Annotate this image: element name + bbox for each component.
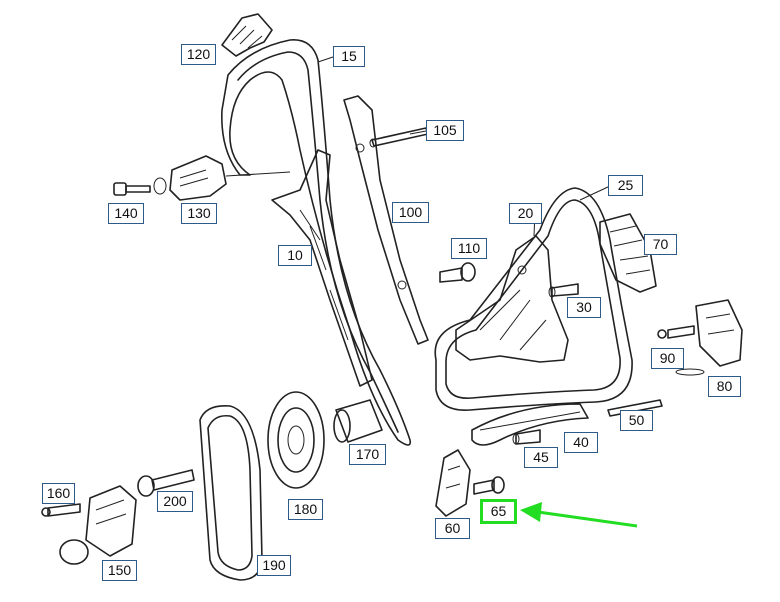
highlight-arrow — [520, 502, 638, 528]
callout-45[interactable]: 45 — [524, 447, 558, 468]
callout-65-highlighted[interactable]: 65 — [480, 499, 517, 524]
callout-70[interactable]: 70 — [644, 234, 677, 255]
part-150-tensioner — [59, 485, 137, 565]
callout-50[interactable]: 50 — [620, 410, 653, 431]
part-10-tensioner-rail — [271, 149, 373, 387]
part-60-guide — [435, 449, 471, 517]
callout-140[interactable]: 140 — [108, 203, 144, 224]
leader-lines — [317, 56, 611, 237]
part-90-bolt — [657, 325, 695, 339]
callout-30[interactable]: 30 — [567, 297, 601, 318]
part-80-tensioner — [675, 299, 743, 376]
callout-100[interactable]: 100 — [392, 202, 429, 223]
callout-120[interactable]: 120 — [181, 44, 216, 65]
callout-15[interactable]: 15 — [333, 46, 365, 67]
callout-150[interactable]: 150 — [102, 560, 137, 581]
part-110-bolt — [439, 262, 476, 283]
part-20-bracket — [455, 235, 569, 363]
part-25-timing-chain-lower — [434, 187, 633, 411]
part-45-bolt — [512, 429, 541, 445]
part-120-guide-top — [221, 13, 273, 57]
part-105-pin — [369, 127, 429, 148]
part-70-guide-block — [599, 213, 657, 293]
callout-20[interactable]: 20 — [509, 203, 542, 224]
callout-105[interactable]: 105 — [426, 120, 464, 141]
part-160-bolt — [41, 503, 81, 517]
part-100-guide-rail — [343, 95, 429, 345]
part-200-bolt — [137, 469, 195, 497]
callout-110[interactable]: 110 — [451, 238, 487, 259]
part-140-bolt — [113, 177, 167, 196]
callout-90[interactable]: 90 — [651, 348, 684, 369]
part-65-bolt — [473, 476, 505, 495]
part-190-chain — [199, 404, 263, 581]
callout-200[interactable]: 200 — [157, 491, 193, 512]
callout-180[interactable]: 180 — [288, 499, 323, 520]
callout-25[interactable]: 25 — [608, 175, 643, 196]
callout-190[interactable]: 190 — [257, 555, 291, 576]
callout-60[interactable]: 60 — [435, 518, 470, 539]
part-50-pin — [607, 399, 663, 417]
callout-40[interactable]: 40 — [564, 432, 598, 453]
callout-80[interactable]: 80 — [708, 376, 741, 397]
part-30-bolt — [548, 283, 579, 298]
part-180-sprocket — [267, 391, 325, 489]
callout-160[interactable]: 160 — [42, 483, 75, 504]
callout-130[interactable]: 130 — [181, 203, 217, 224]
part-170-sleeve — [333, 399, 383, 443]
part-130-chain-tensioner — [169, 155, 291, 201]
callout-170[interactable]: 170 — [349, 444, 386, 465]
part-40-guide — [471, 403, 589, 446]
callout-10[interactable]: 10 — [278, 245, 312, 266]
